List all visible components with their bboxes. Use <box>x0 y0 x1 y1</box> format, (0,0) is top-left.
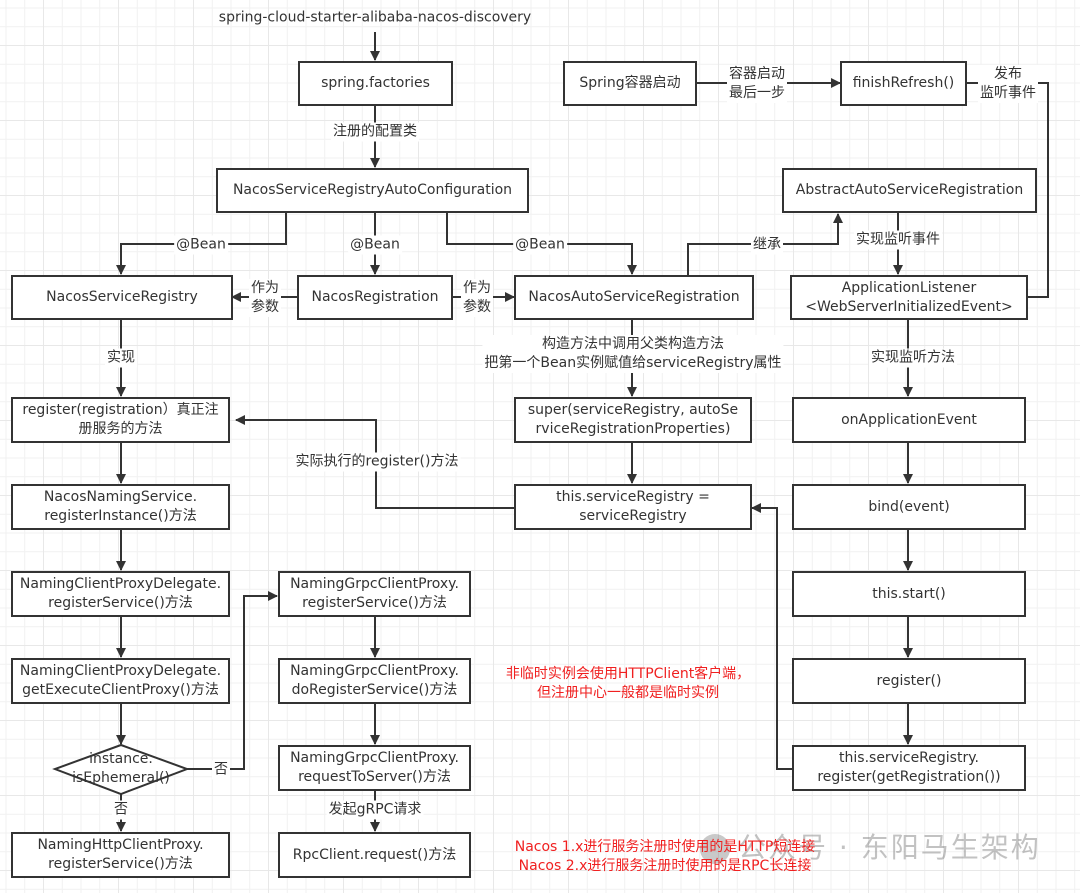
node-finish-refresh[interactable]: finishRefresh() <box>840 61 967 106</box>
edge-label-container-last-step: 容器启动 最后一步 <box>727 65 787 103</box>
edge-label-implement-listener-method: 实现监听方法 <box>869 348 957 368</box>
node-spring-factories[interactable]: spring.factories <box>298 61 453 106</box>
edge-label-bean-right: @Bean <box>513 235 567 255</box>
diamond-is-ephemeral <box>52 743 190 796</box>
watermark-text: 公众号 · 东阳马生架构 <box>738 831 1041 864</box>
node-register-registration[interactable]: register(registration）真正注 册服务的方法 <box>11 397 230 443</box>
edge-registryregister-to-assign <box>751 503 792 770</box>
edge-label-bean-mid: @Bean <box>348 235 402 255</box>
node-grpc-request-to-server[interactable]: NamingGrpcClientProxy. requestToServer()… <box>278 745 471 791</box>
watermark: 公众号 · 东阳马生架构 <box>700 826 1041 866</box>
edge-label-as-param-right: 作为 参数 <box>461 279 493 317</box>
node-registry-register[interactable]: this.serviceRegistry. register(getRegist… <box>792 745 1026 791</box>
edge-label-inherit: 继承 <box>751 235 783 255</box>
node-rpc-client-request[interactable]: RpcClient.request()方法 <box>278 832 471 878</box>
node-this-start[interactable]: this.start() <box>792 571 1026 617</box>
edge-label-bean-left: @Bean <box>174 235 228 255</box>
node-nacos-auto-service-registration[interactable]: NacosAutoServiceRegistration <box>514 275 754 320</box>
node-spring-container-start[interactable]: Spring容器启动 <box>563 61 697 106</box>
watermark-logo-icon <box>700 834 730 864</box>
edge-label-implement: 实现 <box>105 348 137 368</box>
edge-label-grpc-request: 发起gRPC请求 <box>326 800 424 820</box>
edge-label-actual-register: 实际执行的register()方法 <box>293 452 461 472</box>
decision-is-ephemeral-label: instance. isEphemeral() <box>72 751 170 786</box>
edge-label-constructor-note: 构造方法中调用父类构造方法 把第一个Bean实例赋值给serviceRegist… <box>482 335 784 373</box>
node-auto-configuration[interactable]: NacosServiceRegistryAutoConfiguration <box>216 168 529 213</box>
node-http-register-service[interactable]: NamingHttpClientProxy. registerService()… <box>11 832 230 878</box>
edge-label-implement-listener-event: 实现监听事件 <box>854 230 942 250</box>
node-super-call[interactable]: super(serviceRegistry, autoSe rviceRegis… <box>514 397 752 443</box>
node-grpc-do-register-service[interactable]: NamingGrpcClientProxy. doRegisterService… <box>278 658 471 704</box>
node-on-application-event[interactable]: onApplicationEvent <box>792 397 1026 443</box>
node-grpc-register-service[interactable]: NamingGrpcClientProxy. registerService()… <box>278 571 471 617</box>
node-nacos-registration[interactable]: NacosRegistration <box>297 275 453 320</box>
node-nacos-service-registry[interactable]: NacosServiceRegistry <box>11 275 233 320</box>
title-label: spring-cloud-starter-alibaba-nacos-disco… <box>218 9 532 26</box>
edge-label-no-right: 否 <box>212 760 230 780</box>
node-delegate-register-service[interactable]: NamingClientProxyDelegate. registerServi… <box>11 571 230 617</box>
edge-label-as-param-left: 作为 参数 <box>249 279 281 317</box>
node-register-call[interactable]: register() <box>792 658 1026 704</box>
edge-label-no-down: 否 <box>112 800 130 820</box>
edge-label-register-config: 注册的配置类 <box>331 122 419 142</box>
edge-label-publish-event: 发布 监听事件 <box>978 65 1038 103</box>
node-abstract-auto-service-registration[interactable]: AbstractAutoServiceRegistration <box>782 168 1037 213</box>
note-non-ephemeral: 非临时实例会使用HTTPClient客户端， 但注册中心一般都是临时实例 <box>505 666 751 701</box>
node-assign-registry[interactable]: this.serviceRegistry = serviceRegistry <box>514 484 752 530</box>
node-delegate-get-execute-proxy[interactable]: NamingClientProxyDelegate. getExecuteCli… <box>11 658 230 704</box>
note-version: Nacos 1.x进行服务注册时使用的是HTTP短连接 Nacos 2.x进行服… <box>514 839 816 874</box>
node-bind-event[interactable]: bind(event) <box>792 484 1026 530</box>
node-application-listener[interactable]: ApplicationListener <WebServerInitialize… <box>790 275 1028 320</box>
node-naming-service-register-instance[interactable]: NacosNamingService. registerInstance()方法 <box>11 484 230 530</box>
